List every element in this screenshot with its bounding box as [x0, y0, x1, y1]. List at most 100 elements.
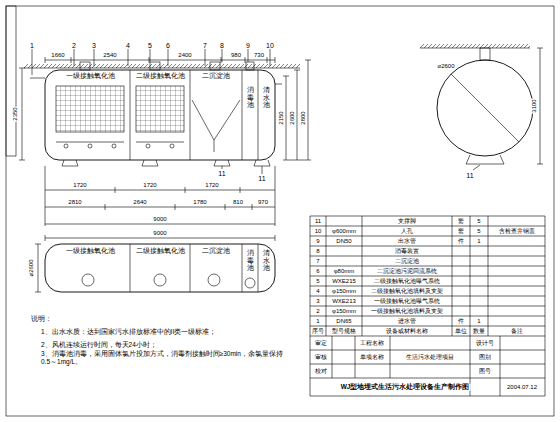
- table-cell: 件: [457, 318, 465, 324]
- dimension: 9000: [152, 216, 167, 222]
- table-cell: 消毒装置: [394, 248, 420, 254]
- title-block-cell: 图别: [478, 354, 492, 360]
- table-cell: 件: [457, 238, 465, 244]
- table-cell: 支撑脚: [397, 218, 417, 224]
- table-cell: φ150mm: [331, 308, 357, 314]
- callout-number: 2: [71, 42, 77, 49]
- table-cell: 9: [315, 238, 320, 244]
- plan-view: [35, 235, 275, 292]
- compartment-label: 二级接触氧化池: [136, 247, 185, 255]
- dimension: 1660: [50, 52, 65, 58]
- dimension: 1780: [192, 199, 207, 205]
- callout-number: 6: [165, 42, 171, 49]
- dimension: 970: [257, 199, 269, 205]
- callout-number: 10: [265, 42, 275, 49]
- elevation-view: [19, 49, 311, 226]
- compartment-label: 清水池: [263, 249, 270, 272]
- compartment-label: 一级接触氧化池: [66, 247, 115, 255]
- tank-compartment: 清水池: [259, 86, 273, 116]
- table-cell: WXE213: [331, 298, 357, 304]
- table-cell: 二级接触氧化池填料及支架: [370, 288, 444, 294]
- dimension: 9000: [152, 230, 167, 236]
- dimension: 2150: [278, 110, 284, 125]
- compartment-label: 二沉淀池: [202, 72, 230, 80]
- compartment-label: 二沉淀池: [202, 247, 230, 255]
- table-rule: [310, 256, 545, 257]
- table-rule: [310, 226, 545, 227]
- dimension: 1720: [72, 182, 87, 188]
- table-rule: [310, 350, 545, 351]
- compartment-label: 二级接触氧化池: [136, 72, 185, 80]
- callout-number: 5: [147, 42, 153, 49]
- dimension: 1720: [204, 182, 219, 188]
- dimension: ⌀2600: [28, 259, 34, 278]
- dimension: 2600: [289, 110, 295, 125]
- callout-number: 7: [202, 42, 208, 49]
- table-cell: 4: [315, 288, 320, 294]
- table-rule: [355, 336, 356, 378]
- title-block-cell: 图号: [478, 368, 492, 374]
- tank-compartment: 一级接触氧化池: [50, 72, 130, 83]
- callout-number: 11: [257, 175, 266, 182]
- table-cell: φ600mm: [331, 228, 357, 234]
- table-rule: [310, 326, 545, 327]
- dimension: 730: [253, 52, 265, 58]
- dimension: 2350: [12, 106, 18, 121]
- table-rule: [310, 306, 545, 307]
- table-cell: DN50: [335, 238, 352, 244]
- table-rule: [310, 296, 545, 297]
- table-rule: [310, 286, 545, 287]
- title-block-cell: 审定: [314, 340, 328, 346]
- dimension: ⌀2600: [437, 63, 456, 69]
- table-cell: 8: [315, 248, 320, 254]
- table-cell: 套: [457, 218, 465, 224]
- dimension: 2640: [132, 199, 147, 205]
- callout-number: 4: [125, 42, 131, 49]
- table-cell: 5: [476, 228, 481, 234]
- table-cell: 备注: [510, 328, 524, 334]
- title-block-cell: 审核: [314, 354, 328, 360]
- table-cell: 1: [476, 318, 481, 324]
- title-block-cell: 工程名称: [359, 340, 385, 346]
- end-view: [420, 44, 543, 170]
- tank-compartment: 二级接触氧化池: [131, 72, 189, 83]
- callout-number: 11: [465, 172, 474, 179]
- table-rule: [310, 316, 545, 317]
- tank-compartment: 清水池: [259, 249, 273, 274]
- table-rule: [310, 364, 545, 365]
- table-cell: 型号规格: [331, 328, 357, 334]
- table-cell: 序号: [311, 328, 325, 334]
- table-rule: [362, 216, 363, 336]
- table-cell: 1: [315, 318, 320, 324]
- table-rule: [488, 216, 489, 336]
- callout-number: 11: [217, 170, 226, 177]
- table-rule: [310, 266, 545, 267]
- table-cell: 5: [315, 278, 320, 284]
- dimension: 980: [230, 52, 242, 58]
- dimension: 3100: [531, 98, 537, 113]
- table-cell: φ80mm: [333, 268, 356, 274]
- note: 2、风机连续运行时间，每天24小时；: [40, 342, 158, 349]
- table-cell: 7: [315, 258, 320, 264]
- table-cell: 套: [457, 228, 465, 234]
- tank-compartment: 一级接触氧化池: [50, 247, 130, 258]
- title-block-cell: 设计号: [475, 340, 495, 346]
- table-cell: 单位: [454, 328, 468, 334]
- table-rule: [310, 236, 545, 237]
- table-cell: WXE215: [331, 278, 357, 284]
- table-cell: 1: [476, 238, 481, 244]
- table-cell: 人孔: [400, 228, 414, 234]
- dimension: 1720: [142, 182, 157, 188]
- title-block-cell: WJ型地埋式生活污水处理设备生产制作图: [340, 384, 471, 391]
- compartment-label: 清水池: [263, 86, 270, 109]
- note: 3、消毒池消毒，采用固体氯片投加方式，消毒剂接触时间≥30min，余氯量保持0.…: [40, 350, 292, 366]
- table-cell: 一级接触氧化池曝气系统: [373, 298, 441, 304]
- compartment-label: 消毒池: [247, 249, 254, 272]
- compartment-label: 一级接触氧化池: [66, 72, 115, 80]
- table-cell: 含检查井钢盖: [498, 228, 536, 234]
- callout-number: 8: [219, 42, 225, 49]
- title-block-cell: 单项名称: [359, 354, 385, 360]
- table-rule: [310, 378, 545, 379]
- dimension: 2400: [177, 52, 192, 58]
- table-rule: [452, 216, 453, 336]
